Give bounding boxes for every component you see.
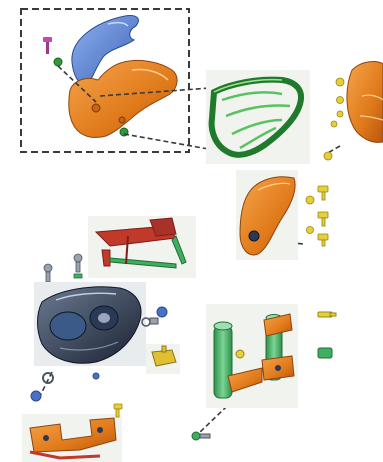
headlight-assembly (34, 282, 146, 366)
headlight-mesh-frame (206, 70, 310, 164)
turn-signal-connector (146, 344, 180, 374)
lower-mount-bracket (22, 414, 122, 462)
side-fairing-panel-right (347, 62, 383, 143)
hardware-cluster-top (324, 78, 344, 160)
mounting-rack (88, 216, 196, 278)
grommet-icon (54, 58, 62, 66)
side-fairing-panel-lower (236, 170, 298, 260)
fork-assembly (206, 304, 298, 408)
screw-icon (43, 37, 52, 54)
bolt-cluster-right (306, 186, 328, 246)
grey-bolts (44, 254, 82, 282)
